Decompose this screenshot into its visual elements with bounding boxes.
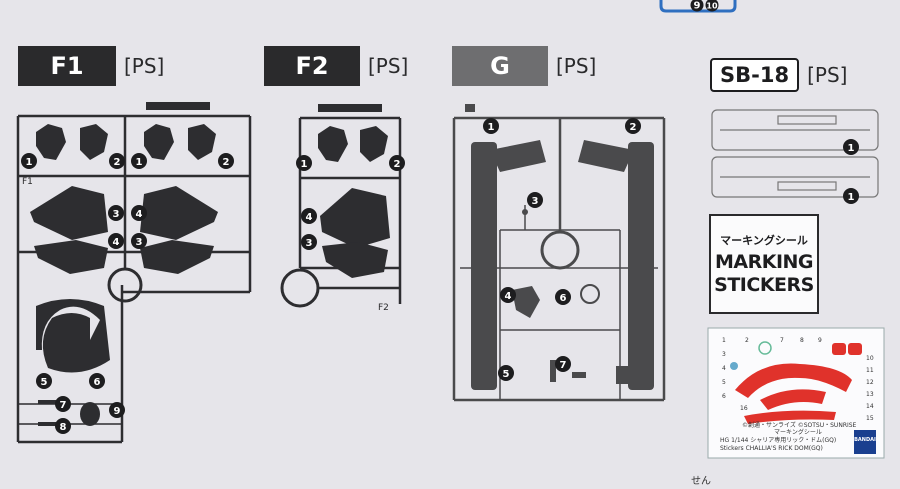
svg-text:15: 15: [866, 415, 874, 422]
section-header-sb18: SB-18 [PS]: [710, 58, 847, 92]
svg-text:6: 6: [722, 393, 726, 400]
material-label-f2: [PS]: [368, 54, 409, 78]
f1-badge-12: 8: [60, 422, 67, 433]
g-badge-4: 4: [505, 291, 512, 302]
f2-badge-2: 2: [394, 159, 401, 170]
marking-stickers-line2: STICKERS: [714, 273, 814, 296]
decal-model-line: HG 1/144 シャリア専用リック・ドム(GQ): [720, 436, 836, 444]
f2-badge-4: 3: [306, 238, 313, 249]
section-header-f2: F2 [PS]: [264, 46, 408, 86]
runner-label-g: G: [452, 46, 548, 86]
marking-stickers-jp: マーキングシール: [720, 233, 808, 247]
runner-label-sb18: SB-18: [710, 58, 800, 92]
f2-badge-3: 4: [306, 212, 313, 223]
g-parts: [471, 140, 654, 390]
svg-text:7: 7: [780, 337, 784, 344]
g-badge-6: 5: [503, 369, 510, 380]
f1-badge-13: 9: [114, 406, 121, 417]
g-badge-3: 3: [532, 196, 539, 207]
f1-badge-6: 4: [136, 209, 143, 220]
f2-parts: [318, 126, 390, 278]
badge-10-icon: [705, 0, 719, 12]
marking-stickers-box: マーキングシール MARKING STICKERS: [709, 214, 819, 314]
svg-text:1: 1: [722, 337, 726, 344]
svg-text:2: 2: [745, 337, 749, 344]
svg-text:8: 8: [800, 337, 804, 344]
decal-red-arc-icon: [735, 363, 852, 398]
f1-badge-9: 5: [41, 377, 48, 388]
g-badge-7: 7: [560, 360, 567, 371]
material-label-g: [PS]: [556, 54, 597, 78]
decal-copyright: ©創通・サンライズ ©SOTSU・SUNRISE: [742, 421, 857, 429]
f2-badge-1: 1: [301, 159, 308, 170]
section-header-g: G [PS]: [452, 46, 596, 86]
g-badge-2: 2: [630, 122, 637, 133]
runner-label-f2: F2: [264, 46, 360, 86]
svg-text:13: 13: [866, 391, 874, 398]
svg-text:4: 4: [722, 365, 726, 372]
svg-text:16: 16: [740, 405, 748, 412]
f1-badge-4: 2: [223, 157, 230, 168]
f1-badge-8: 3: [136, 237, 143, 248]
svg-text:11: 11: [866, 367, 874, 374]
f1-number-badges: 1 2 1 2 3 4 4 3 5 6 7 8 9: [21, 153, 234, 434]
footnote-text: せん: [691, 476, 711, 487]
svg-text:12: 12: [866, 379, 874, 386]
frame-tag-f2: F2: [378, 303, 389, 313]
section-header-f1: F1 [PS]: [18, 46, 164, 86]
header-page-tab: 9 10: [659, 0, 737, 13]
decal-numbers: 1 2 3 4 5 6 7 8 9 10 11 12 13 14 15 16: [722, 337, 874, 422]
material-label-sb18: [PS]: [807, 63, 848, 87]
svg-text:3: 3: [722, 351, 726, 358]
decal-jp-line: マーキングシール: [774, 428, 822, 436]
svg-text:10: 10: [866, 355, 874, 362]
f1-badge-3: 1: [136, 157, 143, 168]
g-badge-5: 6: [560, 293, 567, 304]
g-badge-1: 1: [488, 122, 495, 133]
runner-label-f1: F1: [18, 46, 116, 86]
badge-9-label: 9: [694, 1, 701, 12]
sb18-badge-1: 1: [848, 143, 855, 154]
svg-text:5: 5: [722, 379, 726, 386]
bandai-logo-label: BANDAI: [854, 437, 876, 443]
badge-9-icon: [690, 0, 704, 12]
f1-badge-1: 1: [26, 157, 33, 168]
badge-10-label: 10: [706, 2, 718, 11]
decal-sheet: BANDAI ©創通・サンライズ ©SOTSU・SUNRISE マーキングシール…: [707, 327, 885, 459]
bandai-logo-icon: [854, 430, 876, 454]
f1-badge-11: 7: [60, 400, 67, 411]
svg-text:14: 14: [866, 403, 874, 410]
marking-stickers-line1: MARKING: [714, 250, 814, 273]
f1-parts: [30, 124, 218, 426]
decal-stickers-line: Stickers CHALLIA'S RICK DOM(GQ): [720, 445, 823, 452]
svg-text:9: 9: [818, 337, 822, 344]
frame-tag-f1: F1: [22, 177, 33, 187]
f2-number-badges: 1 2 4 3: [296, 155, 405, 250]
material-label-f1: [PS]: [124, 54, 165, 78]
sb18-badge-2: 1: [848, 192, 855, 203]
f1-badge-7: 4: [113, 237, 120, 248]
f1-badge-10: 6: [94, 377, 101, 388]
sb18-number-badges: 1 1: [843, 139, 859, 204]
runner-sb18: [711, 109, 879, 198]
f1-badge-5: 3: [113, 209, 120, 220]
g-number-badges: 1 2 3 4 6 5 7: [483, 118, 641, 381]
f1-badge-2: 2: [114, 157, 121, 168]
